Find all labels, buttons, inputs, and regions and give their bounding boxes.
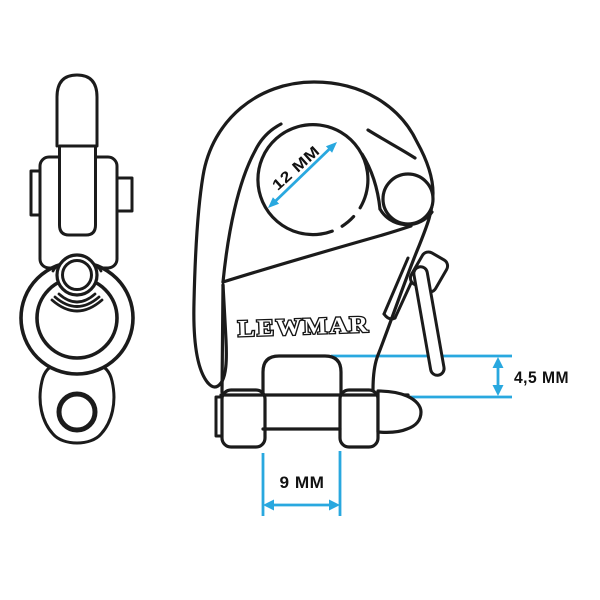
front-arm-inner-edge [221, 122, 283, 284]
front-latch-link-left [382, 256, 410, 316]
front-latch-link-bottom [382, 312, 397, 321]
front-view: LEWMAR [192, 80, 450, 449]
front-seam-line [221, 224, 413, 284]
brand-logo: LEWMAR [238, 312, 371, 342]
front-bore-circle-dashed [319, 192, 368, 236]
bore-dim-arrow-tail-icon [268, 197, 280, 208]
bore-dim-arrow-head-icon [325, 142, 337, 153]
side-view [19, 73, 135, 445]
width-dim-arrow-right-icon [329, 499, 340, 511]
front-plunger-pin [412, 265, 446, 377]
side-spring-arc-1 [57, 292, 97, 304]
gap-dim-arrow-up-icon [492, 357, 504, 368]
bore-dim-arrow-shaft [274, 146, 332, 203]
gap-dimension-label: 4,5 MM [514, 369, 569, 387]
gap-dim-arrow-down-icon [492, 385, 504, 396]
width-dimension-label: 9 MM [280, 474, 325, 492]
front-arm-tail [206, 283, 228, 389]
front-bow-opening [261, 354, 343, 395]
side-eye-hole [56, 391, 98, 433]
front-pin-knob [376, 389, 423, 434]
front-bore-circle-solid [256, 123, 370, 237]
side-plunger-head-inner [61, 259, 93, 291]
width-dim-arrow-left-icon [263, 499, 274, 511]
side-spring-arc-2 [53, 295, 101, 308]
side-hook-top [55, 73, 99, 148]
bore-dimension-label: 12 MM [269, 143, 323, 194]
side-hook-shank [58, 144, 97, 237]
front-left-leg [220, 388, 267, 449]
dimension-lines [261, 142, 512, 516]
front-pivot-boss [381, 172, 435, 226]
front-notch-line [366, 128, 417, 160]
front-hook-tip-edge [360, 152, 382, 211]
side-spring-arc-3 [50, 298, 104, 313]
front-right-leg [338, 388, 380, 449]
front-body-left-edge [220, 283, 225, 394]
front-outer-contour [192, 80, 435, 392]
